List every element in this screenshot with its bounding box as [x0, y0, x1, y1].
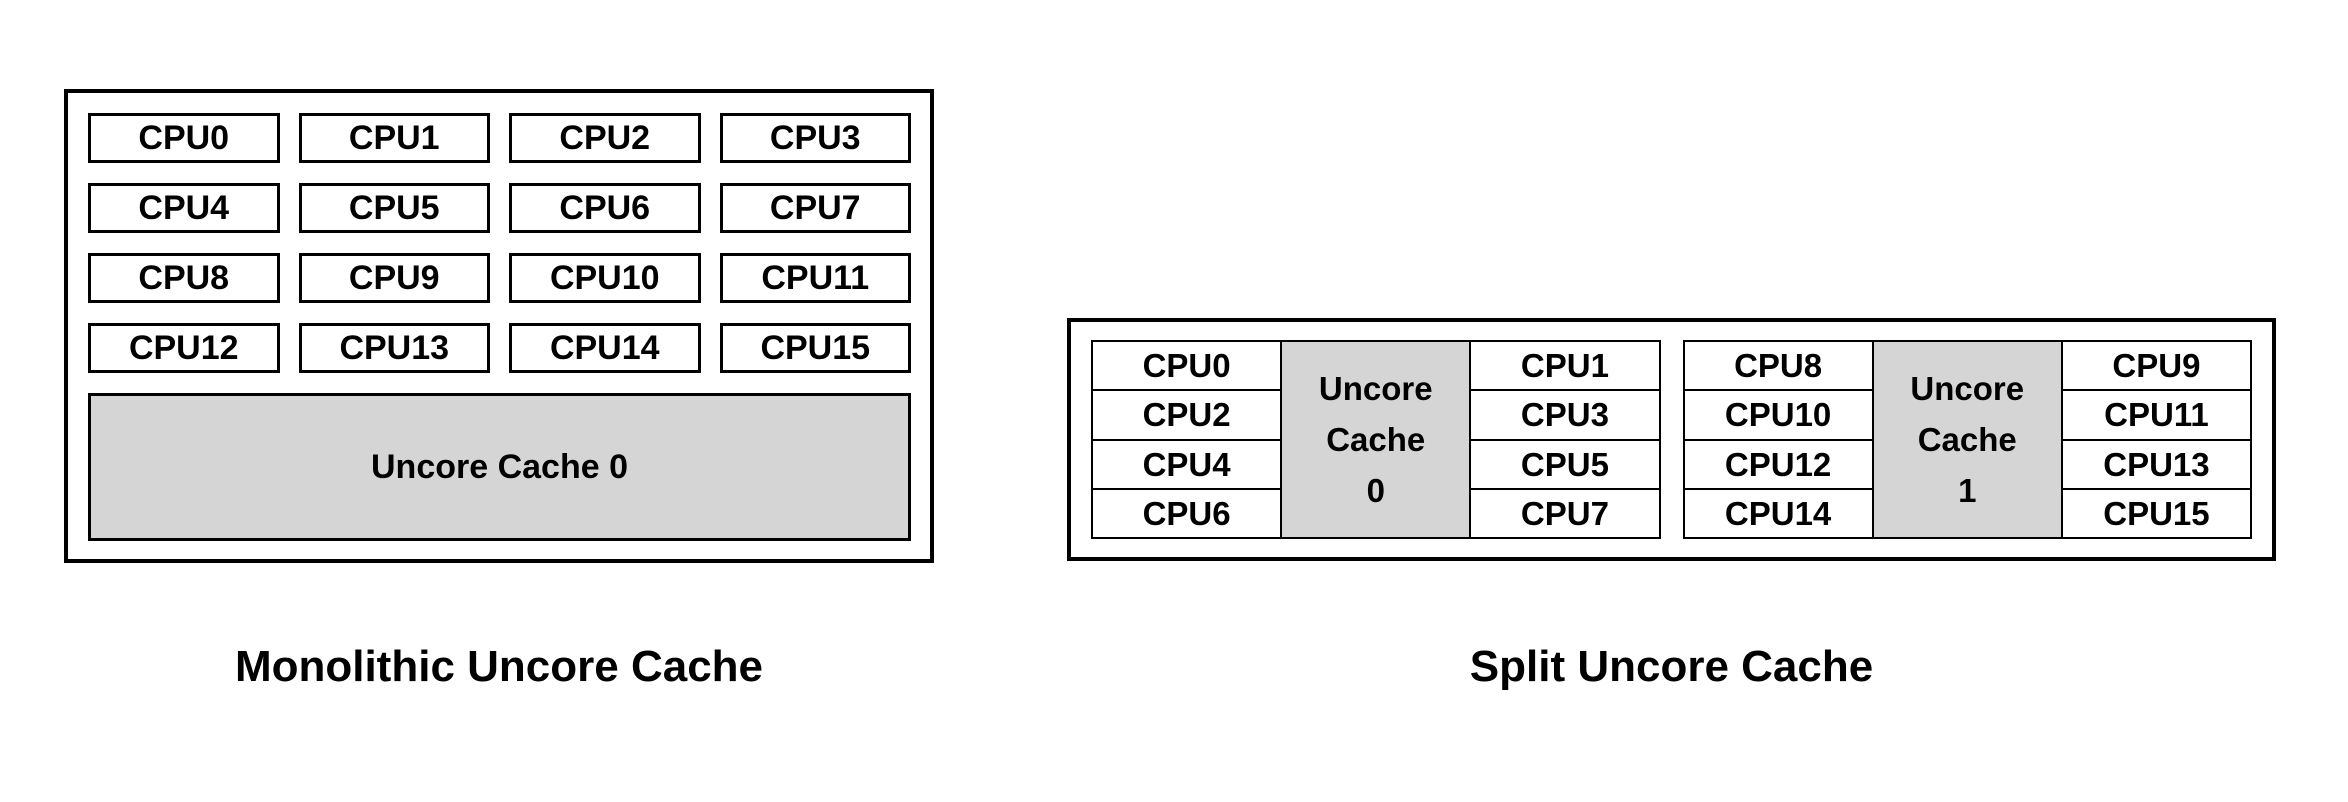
cache-label-line: 1	[1958, 472, 1977, 509]
cpu-box: CPU14	[509, 323, 701, 373]
cpu-cell: CPU13	[2061, 439, 2252, 489]
cache-label-line: 0	[1366, 472, 1385, 509]
cpu-box: CPU6	[509, 183, 701, 233]
cpu-box: CPU8	[88, 253, 280, 303]
cpu-cell: CPU11	[2061, 390, 2252, 440]
cpu-box: CPU0	[88, 113, 280, 163]
cpu-box: CPU15	[719, 323, 911, 373]
cpu-box: CPU2	[509, 113, 701, 163]
uncore-cache-0-box: Uncore Cache 0	[1281, 341, 1471, 538]
cpu-cell: CPU3	[1470, 390, 1660, 440]
cpu-box: CPU5	[298, 183, 490, 233]
monolithic-uncore-diagram: CPU0 CPU1 CPU2 CPU3 CPU4 CPU5 CPU6 CPU7 …	[64, 89, 934, 563]
cpu-cluster-0: CPU0 CPU2 CPU4 CPU6 Uncore Cache 0 CPU1 …	[1091, 340, 1661, 539]
cpu-cell: CPU12	[1683, 439, 1873, 489]
cpu-cell: CPU6	[1092, 488, 1282, 538]
cpu-cell: CPU4	[1092, 439, 1282, 489]
cpu-cell: CPU7	[1470, 488, 1660, 538]
monolithic-caption: Monolithic Uncore Cache	[234, 642, 764, 691]
cpu-box: CPU10	[509, 253, 701, 303]
cpu-cell: CPU8	[1683, 341, 1873, 391]
cpu-cell: CPU14	[1683, 488, 1873, 538]
cache-label-line: Cache	[1917, 421, 2017, 458]
uncore-cache-column: Uncore Cache 0	[1281, 341, 1471, 538]
split-caption: Split Uncore Cache	[1469, 642, 1874, 691]
cpu-cell: CPU9	[2061, 341, 2252, 391]
cpu-cell: CPU0	[1092, 341, 1282, 391]
cpu-box: CPU11	[719, 253, 911, 303]
cpu-box: CPU3	[719, 113, 911, 163]
cpu-box: CPU9	[298, 253, 490, 303]
cpu-cell: CPU15	[2061, 488, 2252, 538]
even-cpu-column: CPU0 CPU2 CPU4 CPU6	[1092, 341, 1282, 538]
cpu-cell: CPU1	[1470, 341, 1660, 391]
cpu-cell: CPU10	[1683, 390, 1873, 440]
odd-cpu-column: CPU9 CPU11 CPU13 CPU15	[2061, 341, 2252, 538]
cache-label-line: Uncore	[1318, 370, 1433, 407]
cpu-box: CPU12	[88, 323, 280, 373]
even-cpu-column: CPU8 CPU10 CPU12 CPU14	[1683, 341, 1873, 538]
split-uncore-diagram: CPU0 CPU2 CPU4 CPU6 Uncore Cache 0 CPU1 …	[1067, 318, 2276, 561]
cache-label-line: Cache	[1326, 421, 1426, 458]
cpu-box: CPU13	[298, 323, 490, 373]
cpu-grid: CPU0 CPU1 CPU2 CPU3 CPU4 CPU5 CPU6 CPU7 …	[88, 113, 911, 373]
uncore-cache-1-box: Uncore Cache 1	[1872, 341, 2062, 538]
cpu-box: CPU1	[298, 113, 490, 163]
cpu-cell: CPU2	[1092, 390, 1282, 440]
cpu-cluster-1: CPU8 CPU10 CPU12 CPU14 Uncore Cache 1 CP…	[1682, 340, 2252, 539]
cpu-cell: CPU5	[1470, 439, 1660, 489]
cache-label-line: Uncore	[1910, 370, 2025, 407]
cpu-box: CPU7	[719, 183, 911, 233]
uncore-cache-0-box: Uncore Cache 0	[88, 393, 911, 541]
uncore-cache-column: Uncore Cache 1	[1872, 341, 2062, 538]
odd-cpu-column: CPU1 CPU3 CPU5 CPU7	[1470, 341, 1660, 538]
cpu-box: CPU4	[88, 183, 280, 233]
